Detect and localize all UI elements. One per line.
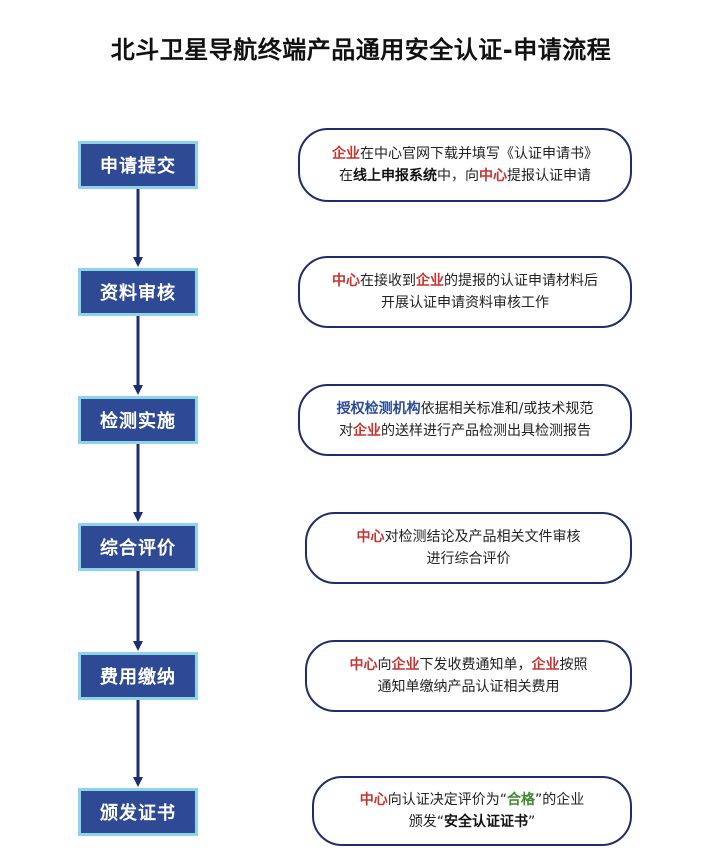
description-text: 开展认证申请资料审核工作 [381,295,549,311]
step-description-4: 中心对检测结论及产品相关文件审核进行综合评价 [305,512,632,584]
description-text: 在 [339,168,353,184]
highlight-text: 中心 [359,792,388,808]
description-text: 通知单缴纳产品认证相关费用 [377,679,560,695]
description-line: 开展认证申请资料审核工作 [381,292,549,314]
description-line: 中心在接收到企业的提报的认证申请材料后 [332,270,598,292]
description-line: 授权检测机构依据相关标准和/或技术规范 [337,398,594,420]
highlight-text: 授权检测机构 [336,401,421,417]
description-text: 颁发“ [408,814,444,830]
description-line: 进行综合评价 [427,548,511,570]
description-text: 对检测结论及产品相关文件审核 [384,529,581,545]
step-label: 颁发证书 [100,803,176,824]
description-line: 企业在中心官网下载并填写《认证申请书》 [332,143,598,165]
step-label: 综合评价 [100,538,176,559]
step-description-3: 授权检测机构依据相关标准和/或技术规范对企业的送样进行产品检测出具检测报告 [298,384,632,456]
highlight-text: 企业 [416,273,444,289]
highlight-text: 中心 [479,168,507,184]
description-text: 依据相关标准和/或技术规范 [420,401,594,417]
step-description-1: 企业在中心官网下载并填写《认证申请书》在线上申报系统中，向中心提报认证申请 [298,128,632,202]
step-box-6: 颁发证书 [78,788,198,836]
description-line: 通知单缴纳产品认证相关费用 [378,676,560,698]
description-text: 的提报的认证申请材料后 [444,273,598,289]
step-description-6: 中心向认证决定评价为“合格”的企业颁发“安全认证证书” [312,776,632,846]
highlight-text: 中心 [356,529,385,545]
description-line: 中心向认证决定评价为“合格”的企业 [360,789,585,811]
description-text: ”的企业 [535,792,585,808]
step-label: 资料审核 [100,283,176,304]
description-text: 下发收费通知单， [419,657,532,673]
step-label: 检测实施 [100,411,176,432]
description-text: 向 [377,657,392,673]
description-text: 对 [339,423,353,439]
step-label: 申请提交 [100,156,176,177]
step-box-4: 综合评价 [78,523,198,571]
description-text: 在中心官网下载并填写《认证申请书》 [360,146,598,162]
description-text: 在接收到 [360,273,416,289]
highlight-text: 企业 [332,146,360,162]
description-text: 提报认证申请 [507,168,591,184]
page-title: 北斗卫星导航终端产品通用安全认证-申请流程 [110,36,612,64]
description-line: 中心向企业下发收费通知单，企业按照 [350,654,588,676]
highlight-text: 线上申报系统 [353,168,437,184]
highlight-text: 中心 [349,657,378,673]
step-box-3: 检测实施 [78,396,198,444]
highlight-text: 中心 [332,273,360,289]
step-label: 费用缴纳 [100,667,176,688]
highlight-text: 企业 [353,423,381,439]
description-text: 中，向 [437,168,479,184]
description-line: 对企业的送样进行产品检测出具检测报告 [339,420,591,442]
description-line: 在线上申报系统中，向中心提报认证申请 [339,165,591,187]
description-text: 进行综合评价 [426,551,511,567]
highlight-text: 企业 [391,657,420,673]
description-text: ” [528,814,536,830]
description-line: 颁发“安全认证证书” [409,811,536,833]
step-box-5: 费用缴纳 [78,652,198,700]
step-box-2: 资料审核 [78,268,198,316]
step-box-1: 申请提交 [78,141,198,189]
description-text: 向认证决定评价为“ [387,792,507,808]
description-text: 按照 [559,657,588,673]
highlight-text: 合格 [507,792,535,808]
step-description-2: 中心在接收到企业的提报的认证申请材料后开展认证申请资料审核工作 [298,256,632,328]
description-line: 中心对检测结论及产品相关文件审核 [357,526,581,548]
description-text: 的送样进行产品检测出具检测报告 [381,423,591,439]
step-description-5: 中心向企业下发收费通知单，企业按照通知单缴纳产品认证相关费用 [305,640,632,712]
highlight-text: 安全认证证书 [444,814,528,830]
highlight-text: 企业 [531,657,560,673]
